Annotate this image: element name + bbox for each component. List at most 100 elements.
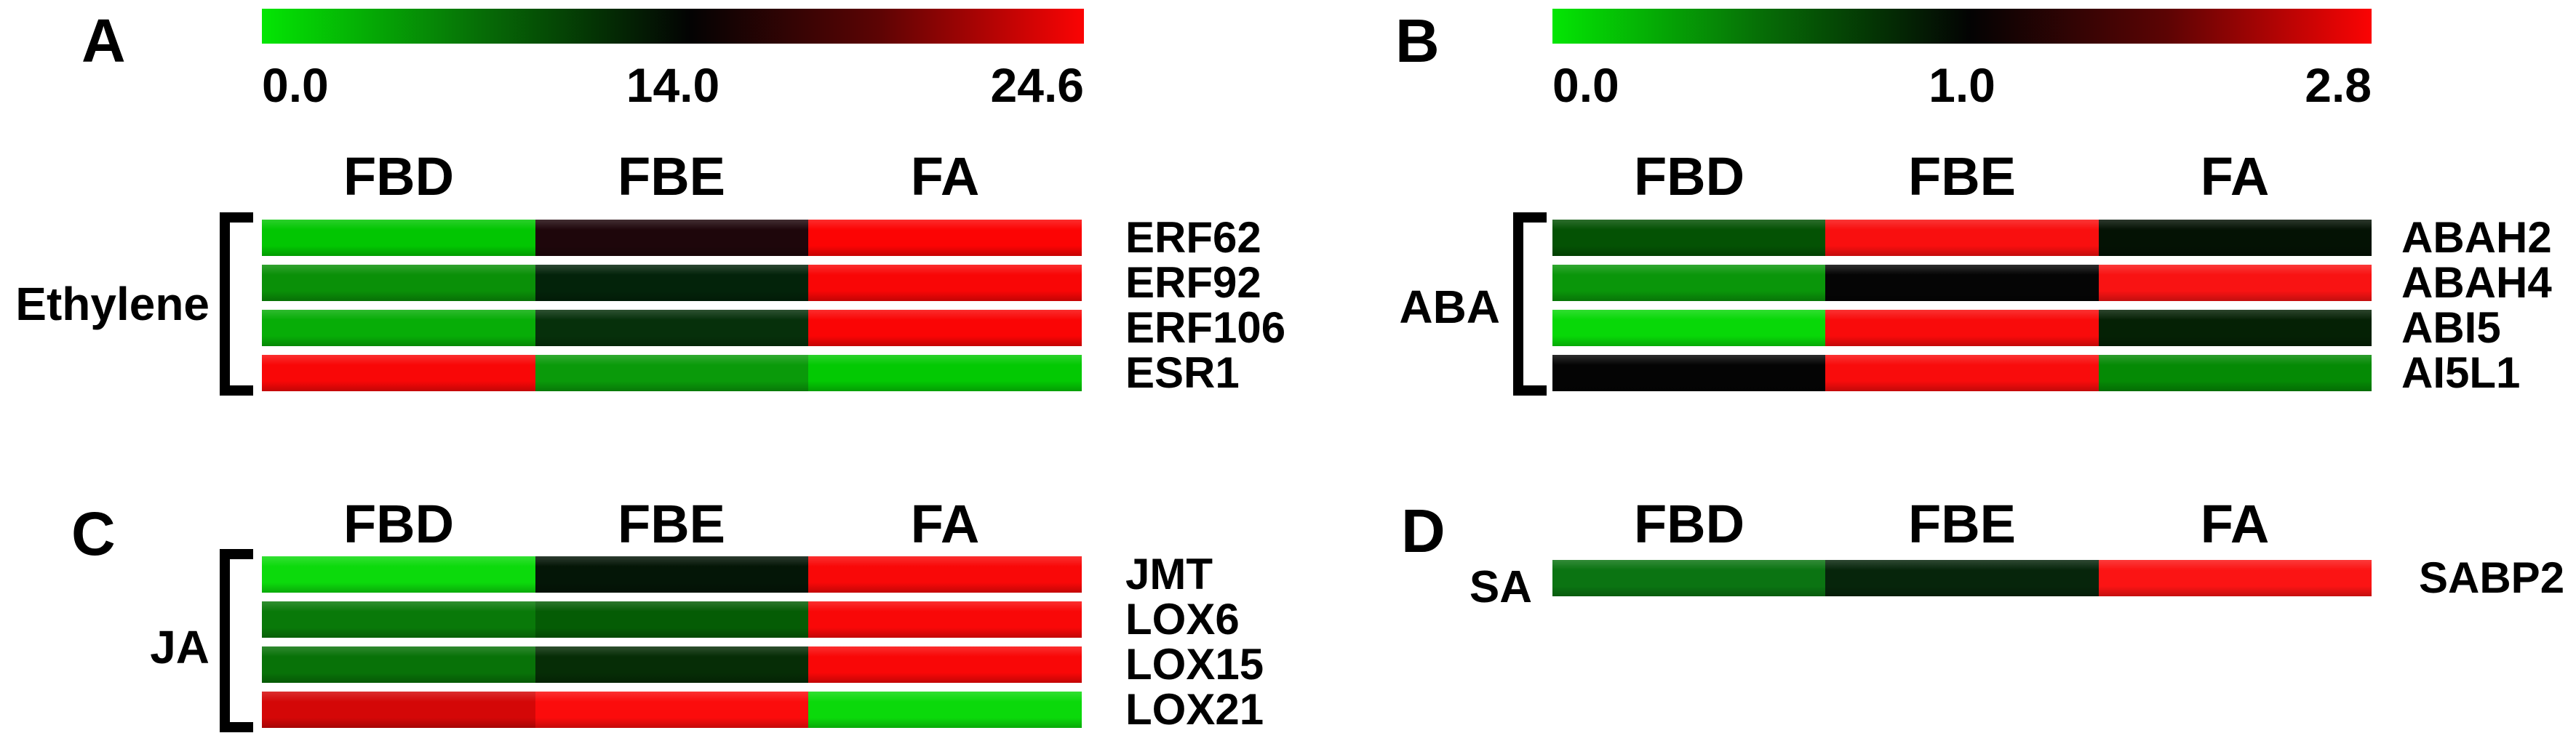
- gene-label-abah4: ABAH4: [2401, 258, 2552, 307]
- cell-sabp2-fbe: [1825, 560, 2099, 596]
- heatmap-row-erf106: [262, 310, 1082, 346]
- cell-sabp2-fa: [2098, 560, 2372, 596]
- cell-ai5l1-fbd: [1552, 355, 1826, 391]
- cell-ai5l1-fbe: [1825, 355, 2099, 391]
- group-label-aba: ABA: [1399, 281, 1500, 333]
- heatmap-row-abah4: [1552, 265, 2372, 301]
- gene-label-sabp2: SABP2: [2419, 553, 2565, 602]
- gene-label-lox21: LOX21: [1125, 685, 1264, 734]
- panel-letter-D: D: [1401, 497, 1445, 565]
- cell-abah2-fa: [2098, 220, 2372, 256]
- cell-abah2-fbd: [1552, 220, 1826, 256]
- gene-label-lox15: LOX15: [1125, 640, 1264, 689]
- cell-erf92-fbe: [535, 265, 809, 301]
- column-header-fbe-A: FBE: [618, 146, 725, 207]
- cell-abi5-fbe: [1825, 310, 2099, 346]
- cell-lox6-fbd: [262, 601, 535, 638]
- heatmap-row-erf62: [262, 220, 1082, 256]
- colorbar-B-tick-max: 2.8: [2305, 58, 2372, 112]
- group-bracket-B: [1513, 212, 1547, 396]
- cell-abi5-fbd: [1552, 310, 1826, 346]
- gene-label-jmt: JMT: [1125, 550, 1213, 598]
- colorbar-B: [1552, 9, 2372, 44]
- cell-jmt-fa: [808, 556, 1082, 593]
- heatmap-row-esr1: [262, 355, 1082, 391]
- group-label-ja: JA: [150, 621, 210, 673]
- colorbar-B-tick-mid: 1.0: [1929, 58, 1995, 112]
- column-header-fbe-B: FBE: [1908, 146, 2016, 207]
- cell-abah2-fbe: [1825, 220, 2099, 256]
- cell-ai5l1-fa: [2098, 355, 2372, 391]
- gene-label-ai5l1: AI5L1: [2401, 348, 2521, 397]
- heatmap-row-ai5l1: [1552, 355, 2372, 391]
- cell-sabp2-fbd: [1552, 560, 1826, 596]
- cell-erf92-fbd: [262, 265, 535, 301]
- cell-erf62-fa: [808, 220, 1082, 256]
- colorbar-B-tick-min: 0.0: [1552, 58, 1619, 112]
- heatmap-row-abi5: [1552, 310, 2372, 346]
- cell-lox21-fbd: [262, 692, 535, 728]
- gene-label-erf92: ERF92: [1125, 258, 1261, 307]
- cell-erf106-fa: [808, 310, 1082, 346]
- cell-lox15-fa: [808, 646, 1082, 683]
- heatmap-A: [262, 220, 1082, 391]
- cell-lox15-fbe: [535, 646, 809, 683]
- cell-erf92-fa: [808, 265, 1082, 301]
- heatmap-row-erf92: [262, 265, 1082, 301]
- gene-label-erf62: ERF62: [1125, 213, 1261, 262]
- cell-esr1-fbd: [262, 355, 535, 391]
- heatmap-row-jmt: [262, 556, 1082, 593]
- cell-lox21-fbe: [535, 692, 809, 728]
- column-header-fa-B: FA: [2200, 146, 2270, 207]
- colorbar-A-tick-max: 24.6: [990, 58, 1084, 112]
- gene-label-lox6: LOX6: [1125, 595, 1240, 644]
- heatmap-row-lox6: [262, 601, 1082, 638]
- heatmap-C: [262, 556, 1082, 728]
- cell-abah4-fbd: [1552, 265, 1826, 301]
- cell-abah4-fbe: [1825, 265, 2099, 301]
- cell-esr1-fbe: [535, 355, 809, 391]
- heatmap-row-lox15: [262, 646, 1082, 683]
- group-label-ethylene: Ethylene: [15, 278, 210, 330]
- cell-erf62-fbe: [535, 220, 809, 256]
- column-header-fa-A: FA: [910, 146, 980, 207]
- column-header-fa-D: FA: [2200, 494, 2270, 554]
- heatmap-row-sabp2: [1552, 560, 2372, 596]
- cell-abi5-fa: [2098, 310, 2372, 346]
- column-header-fbd-A: FBD: [343, 146, 455, 207]
- panel-letter-A: A: [81, 7, 126, 75]
- cell-lox6-fbe: [535, 601, 809, 638]
- colorbar-A-tick-min: 0.0: [262, 58, 329, 112]
- cell-erf62-fbd: [262, 220, 535, 256]
- colorbar-A: [262, 9, 1084, 44]
- heatmap-B: [1552, 220, 2372, 391]
- column-header-fbe-C: FBE: [618, 494, 725, 554]
- column-header-fa-C: FA: [910, 494, 980, 554]
- cell-jmt-fbd: [262, 556, 535, 593]
- group-label-sa: SA: [1469, 562, 1532, 612]
- column-header-fbd-D: FBD: [1633, 494, 1745, 554]
- heatmap-D: [1552, 560, 2372, 596]
- column-header-fbe-D: FBE: [1908, 494, 2016, 554]
- group-bracket-C: [220, 549, 253, 732]
- panel-letter-B: B: [1395, 7, 1440, 75]
- panel-letter-C: C: [71, 500, 116, 568]
- gene-label-erf106: ERF106: [1125, 303, 1286, 352]
- cell-erf106-fbd: [262, 310, 535, 346]
- gene-label-esr1: ESR1: [1125, 348, 1240, 397]
- heatmap-row-abah2: [1552, 220, 2372, 256]
- column-header-fbd-C: FBD: [343, 494, 455, 554]
- cell-erf106-fbe: [535, 310, 809, 346]
- cell-lox21-fa: [808, 692, 1082, 728]
- colorbar-A-tick-mid: 14.0: [626, 58, 720, 112]
- cell-jmt-fbe: [535, 556, 809, 593]
- cell-abah4-fa: [2098, 265, 2372, 301]
- group-bracket-A: [220, 212, 253, 396]
- heatmap-row-lox21: [262, 692, 1082, 728]
- cell-lox6-fa: [808, 601, 1082, 638]
- gene-label-abah2: ABAH2: [2401, 213, 2552, 262]
- cell-lox15-fbd: [262, 646, 535, 683]
- gene-label-abi5: ABI5: [2401, 303, 2501, 352]
- cell-esr1-fa: [808, 355, 1082, 391]
